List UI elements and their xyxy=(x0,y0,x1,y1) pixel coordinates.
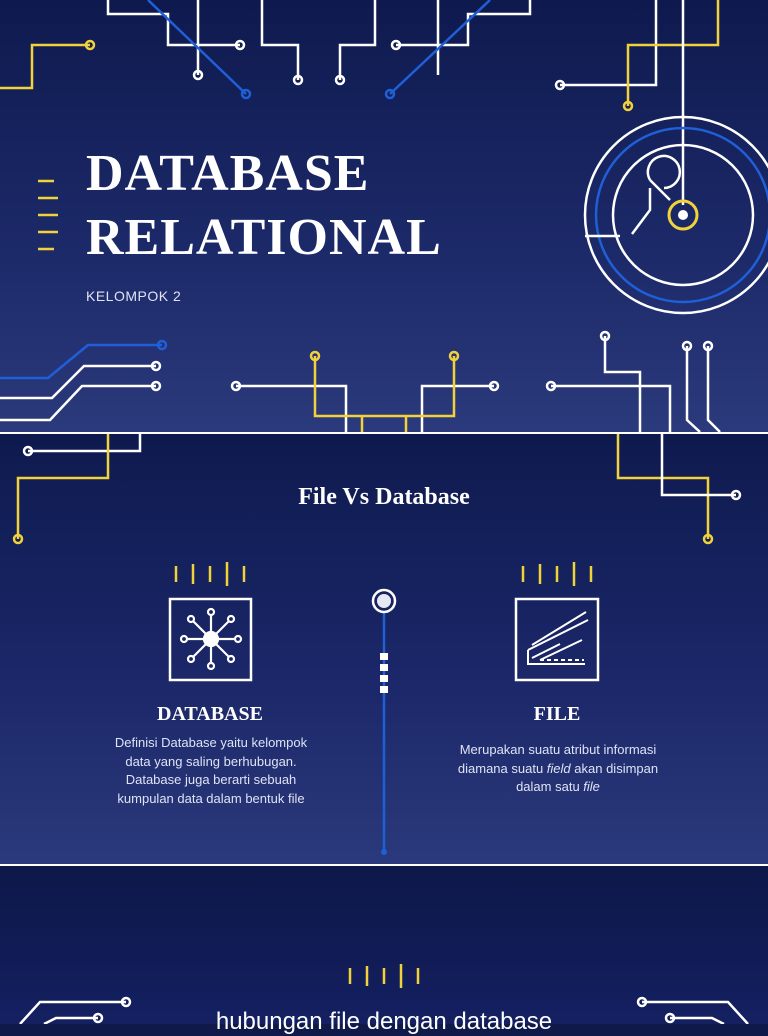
slide-divider xyxy=(0,432,768,434)
file-heading: FILE xyxy=(533,703,581,725)
slide-title-heading: DATABASE RELATIONAL xyxy=(86,142,442,270)
slide-relationship xyxy=(0,866,768,1024)
title-line-2: RELATIONAL xyxy=(86,209,442,266)
file-vs-database-heading: File Vs Database xyxy=(298,484,470,510)
slide-divider xyxy=(0,864,768,866)
circuit-decoration-top xyxy=(0,0,768,432)
file-description-part1: Merupakan suatu atribut informasi diaman… xyxy=(457,742,657,776)
database-heading: DATABASE xyxy=(157,703,263,725)
file-description: Merupakan suatu atribut informasi diaman… xyxy=(452,741,664,797)
file-description-file: file xyxy=(583,779,600,794)
database-description: Definisi Database yaitu kelompok data ya… xyxy=(114,735,308,806)
file-description-field: field xyxy=(546,760,571,776)
slide-title xyxy=(0,0,768,432)
slide-subtitle: KELOMPOK 2 xyxy=(86,288,182,304)
title-line-1: DATABASE xyxy=(86,145,370,202)
file-description-part2: akan disimpan dalam satu xyxy=(516,760,659,795)
relationship-heading: hubungan file dengan database xyxy=(215,1008,553,1035)
